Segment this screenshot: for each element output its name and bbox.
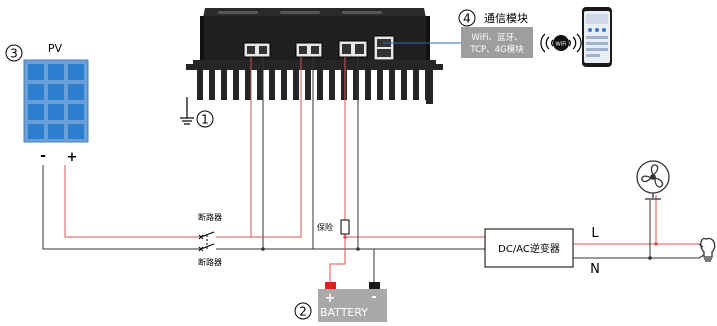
pv-minus-label: -	[40, 148, 46, 164]
comm-port	[373, 35, 395, 61]
breaker-switch	[198, 231, 215, 252]
light-bulb-icon	[698, 237, 716, 262]
battery-terminal-block	[295, 42, 323, 58]
svg-text:3: 3	[10, 47, 18, 61]
battery-plus-label: +	[325, 291, 336, 306]
breaker-label-bottom: 断路器	[198, 257, 222, 267]
heatsink-fins	[197, 70, 431, 100]
comm-module-box: WiFi、蓝牙、 TCP、4G模块	[461, 27, 533, 58]
line-n-label: N	[590, 262, 600, 277]
ground-icon	[180, 97, 194, 125]
fan-icon	[636, 160, 670, 200]
solar-charge-controller	[186, 8, 443, 104]
wifi-signal-icon: WiFi	[540, 33, 582, 53]
solar-panel-icon	[23, 59, 89, 143]
pv-terminal-block	[243, 42, 271, 58]
pv-label: PV	[48, 42, 63, 55]
battery-minus-label: -	[371, 290, 376, 305]
label-num-1: 1	[196, 110, 214, 128]
svg-text:4: 4	[463, 12, 471, 26]
junction-dots	[261, 235, 658, 260]
battery	[318, 282, 387, 322]
breaker-label-top: 断路器	[198, 212, 222, 222]
battery-label: BATTERY	[320, 306, 368, 319]
comm-module-title: 通信模块	[484, 12, 528, 25]
comm-box-line2: TCP、4G模块	[469, 44, 524, 55]
svg-text:2: 2	[299, 305, 307, 319]
label-num-2: 2	[294, 302, 312, 320]
fuse-label: 保险	[317, 222, 333, 232]
svg-text:1: 1	[201, 113, 209, 127]
inverter-label: DC/AC逆变器	[498, 242, 560, 255]
smartphone-icon	[582, 7, 612, 67]
label-num-4: 4	[458, 9, 476, 27]
comm-box-line1: WiFi、蓝牙、	[471, 32, 522, 43]
wifi-badge-text: WiFi	[555, 42, 567, 48]
pv-plus-label: +	[67, 150, 78, 165]
load-terminal-block	[338, 40, 368, 58]
line-l-label: L	[591, 226, 599, 241]
fuse	[340, 219, 350, 235]
label-num-3: 3	[5, 44, 23, 62]
inverter-box: DC/AC逆变器	[484, 228, 574, 268]
